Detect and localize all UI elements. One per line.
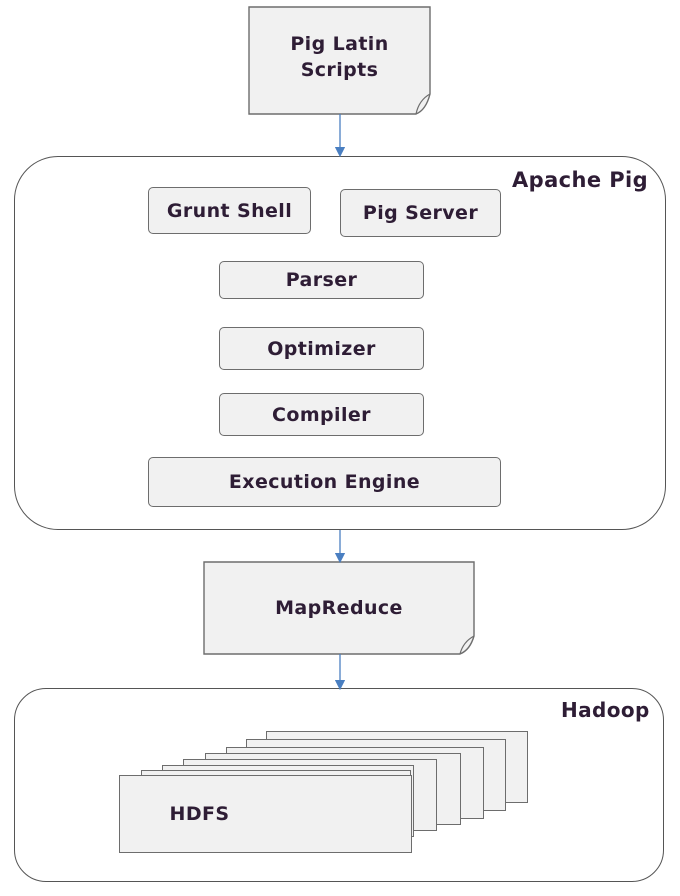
grunt-shell-box: Grunt Shell <box>148 187 311 234</box>
optimizer-box: Optimizer <box>219 327 424 370</box>
pig-server-box: Pig Server <box>340 189 501 237</box>
apache-pig-title: Apache Pig <box>512 168 649 192</box>
hdfs-label: HDFS <box>169 803 230 825</box>
document-fold <box>415 93 431 115</box>
hdfs-front-page: HDFS <box>119 775 412 853</box>
mapreduce-node: MapReduce <box>204 562 474 654</box>
pig-latin-scripts-label: Pig Latin Scripts <box>290 33 389 81</box>
compiler-box: Compiler <box>219 393 424 436</box>
execution-engine-box: Execution Engine <box>148 457 501 507</box>
hadoop-title: Hadoop <box>561 698 650 722</box>
parser-box: Parser <box>219 261 424 299</box>
pig-latin-scripts-node: Pig Latin Scripts <box>249 7 430 107</box>
mapreduce-fold <box>459 635 475 655</box>
mapreduce-label: MapReduce <box>275 597 403 619</box>
